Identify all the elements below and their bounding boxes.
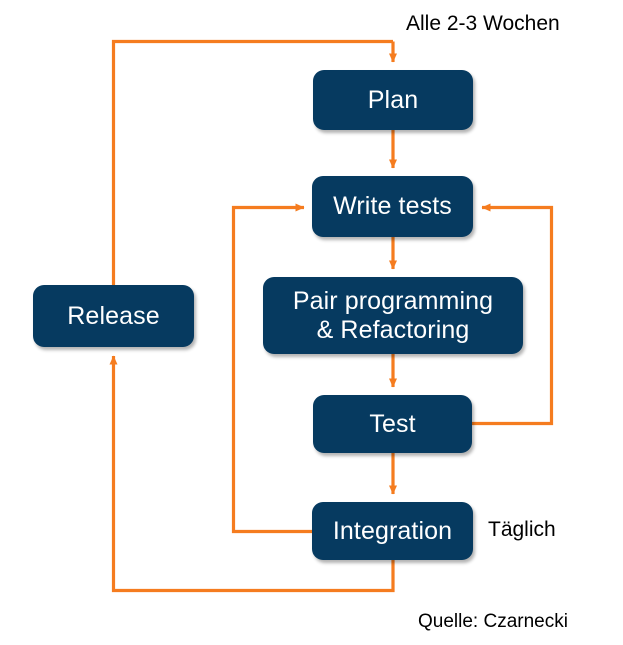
- node-release-label: Release: [67, 301, 160, 330]
- connector-test-to-write-tests: [472, 203, 554, 426]
- node-plan-label: Plan: [367, 85, 419, 114]
- label-cadence-daily: Täglich: [488, 518, 556, 541]
- node-release[interactable]: Release: [33, 285, 194, 347]
- node-test-label: Test: [369, 409, 416, 438]
- node-integration[interactable]: Integration: [312, 502, 473, 560]
- connector-integration-to-write-tests: [231, 203, 312, 534]
- node-integration-label: Integration: [332, 516, 453, 545]
- node-write-tests-label: Write tests: [333, 192, 452, 220]
- node-plan[interactable]: Plan: [313, 70, 473, 130]
- node-write-tests[interactable]: Write tests: [312, 176, 473, 237]
- label-source: Quelle: Czarnecki: [418, 611, 568, 632]
- connector-release-to-plan-path: [111, 39, 393, 285]
- connector-integration-to-release: [109, 355, 395, 593]
- node-pair-programming[interactable]: Pair programming & Refactoring: [263, 277, 523, 354]
- label-cadence-iteration: Alle 2-3 Wochen: [406, 12, 560, 35]
- node-test[interactable]: Test: [313, 395, 472, 453]
- node-pair-programming-label: Pair programming & Refactoring: [292, 286, 494, 344]
